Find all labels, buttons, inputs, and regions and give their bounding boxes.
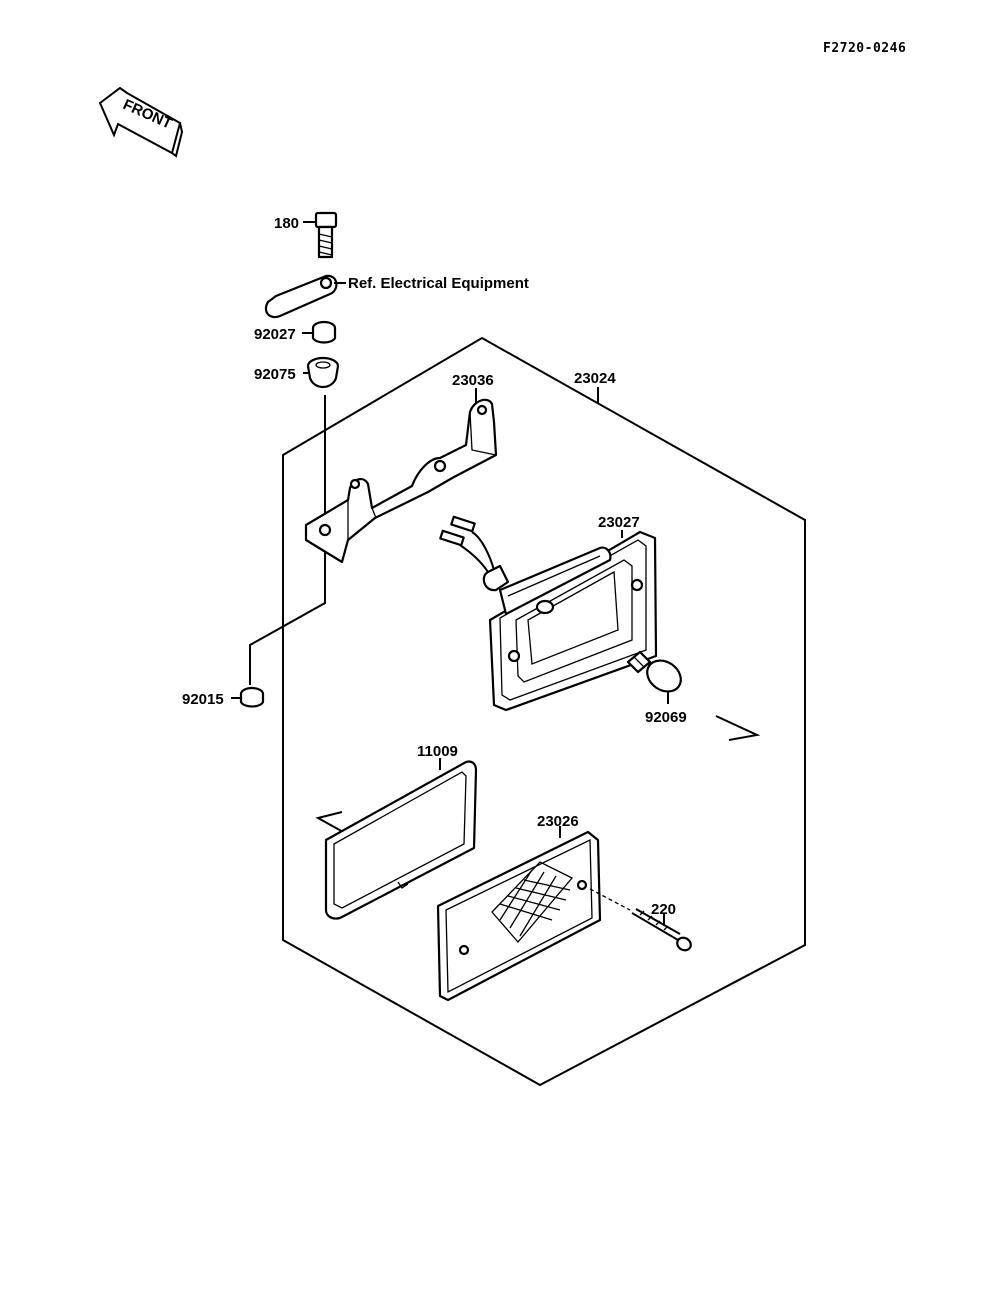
label-180: 180 [274,215,299,232]
bulb-92069 [626,650,682,693]
grommet-92075 [306,356,340,389]
bracket-23036 [304,398,498,564]
label-92075: 92075 [254,366,296,383]
label-23027: 23027 [598,514,640,531]
assembly-frame [282,336,806,1087]
label-220: 220 [651,901,676,918]
front-arrow-icon: FRONT [98,86,184,158]
nut-92015 [239,686,265,708]
label-92027: 92027 [254,326,296,343]
housing-23027 [439,515,658,712]
section-arrow-right [715,715,761,741]
screw-220 [589,888,692,952]
label-23036: 23036 [452,372,494,389]
label-23026: 23026 [537,813,579,830]
gasket-11009 [324,760,478,920]
lens-23026 [436,830,602,1002]
label-23024: 23024 [574,370,616,387]
lead-terminal [264,274,338,319]
bolt-180 [314,211,338,259]
label-92069: 92069 [645,709,687,726]
label-11009: 11009 [417,743,458,760]
guide-line [249,395,326,685]
ref-note: Ref. Electrical Equipment [348,275,529,292]
front-arrow-label: FRONT [120,96,174,133]
figure-code: F2720-0246 [823,41,906,56]
collar-92027 [311,320,337,344]
label-92015: 92015 [182,691,224,708]
